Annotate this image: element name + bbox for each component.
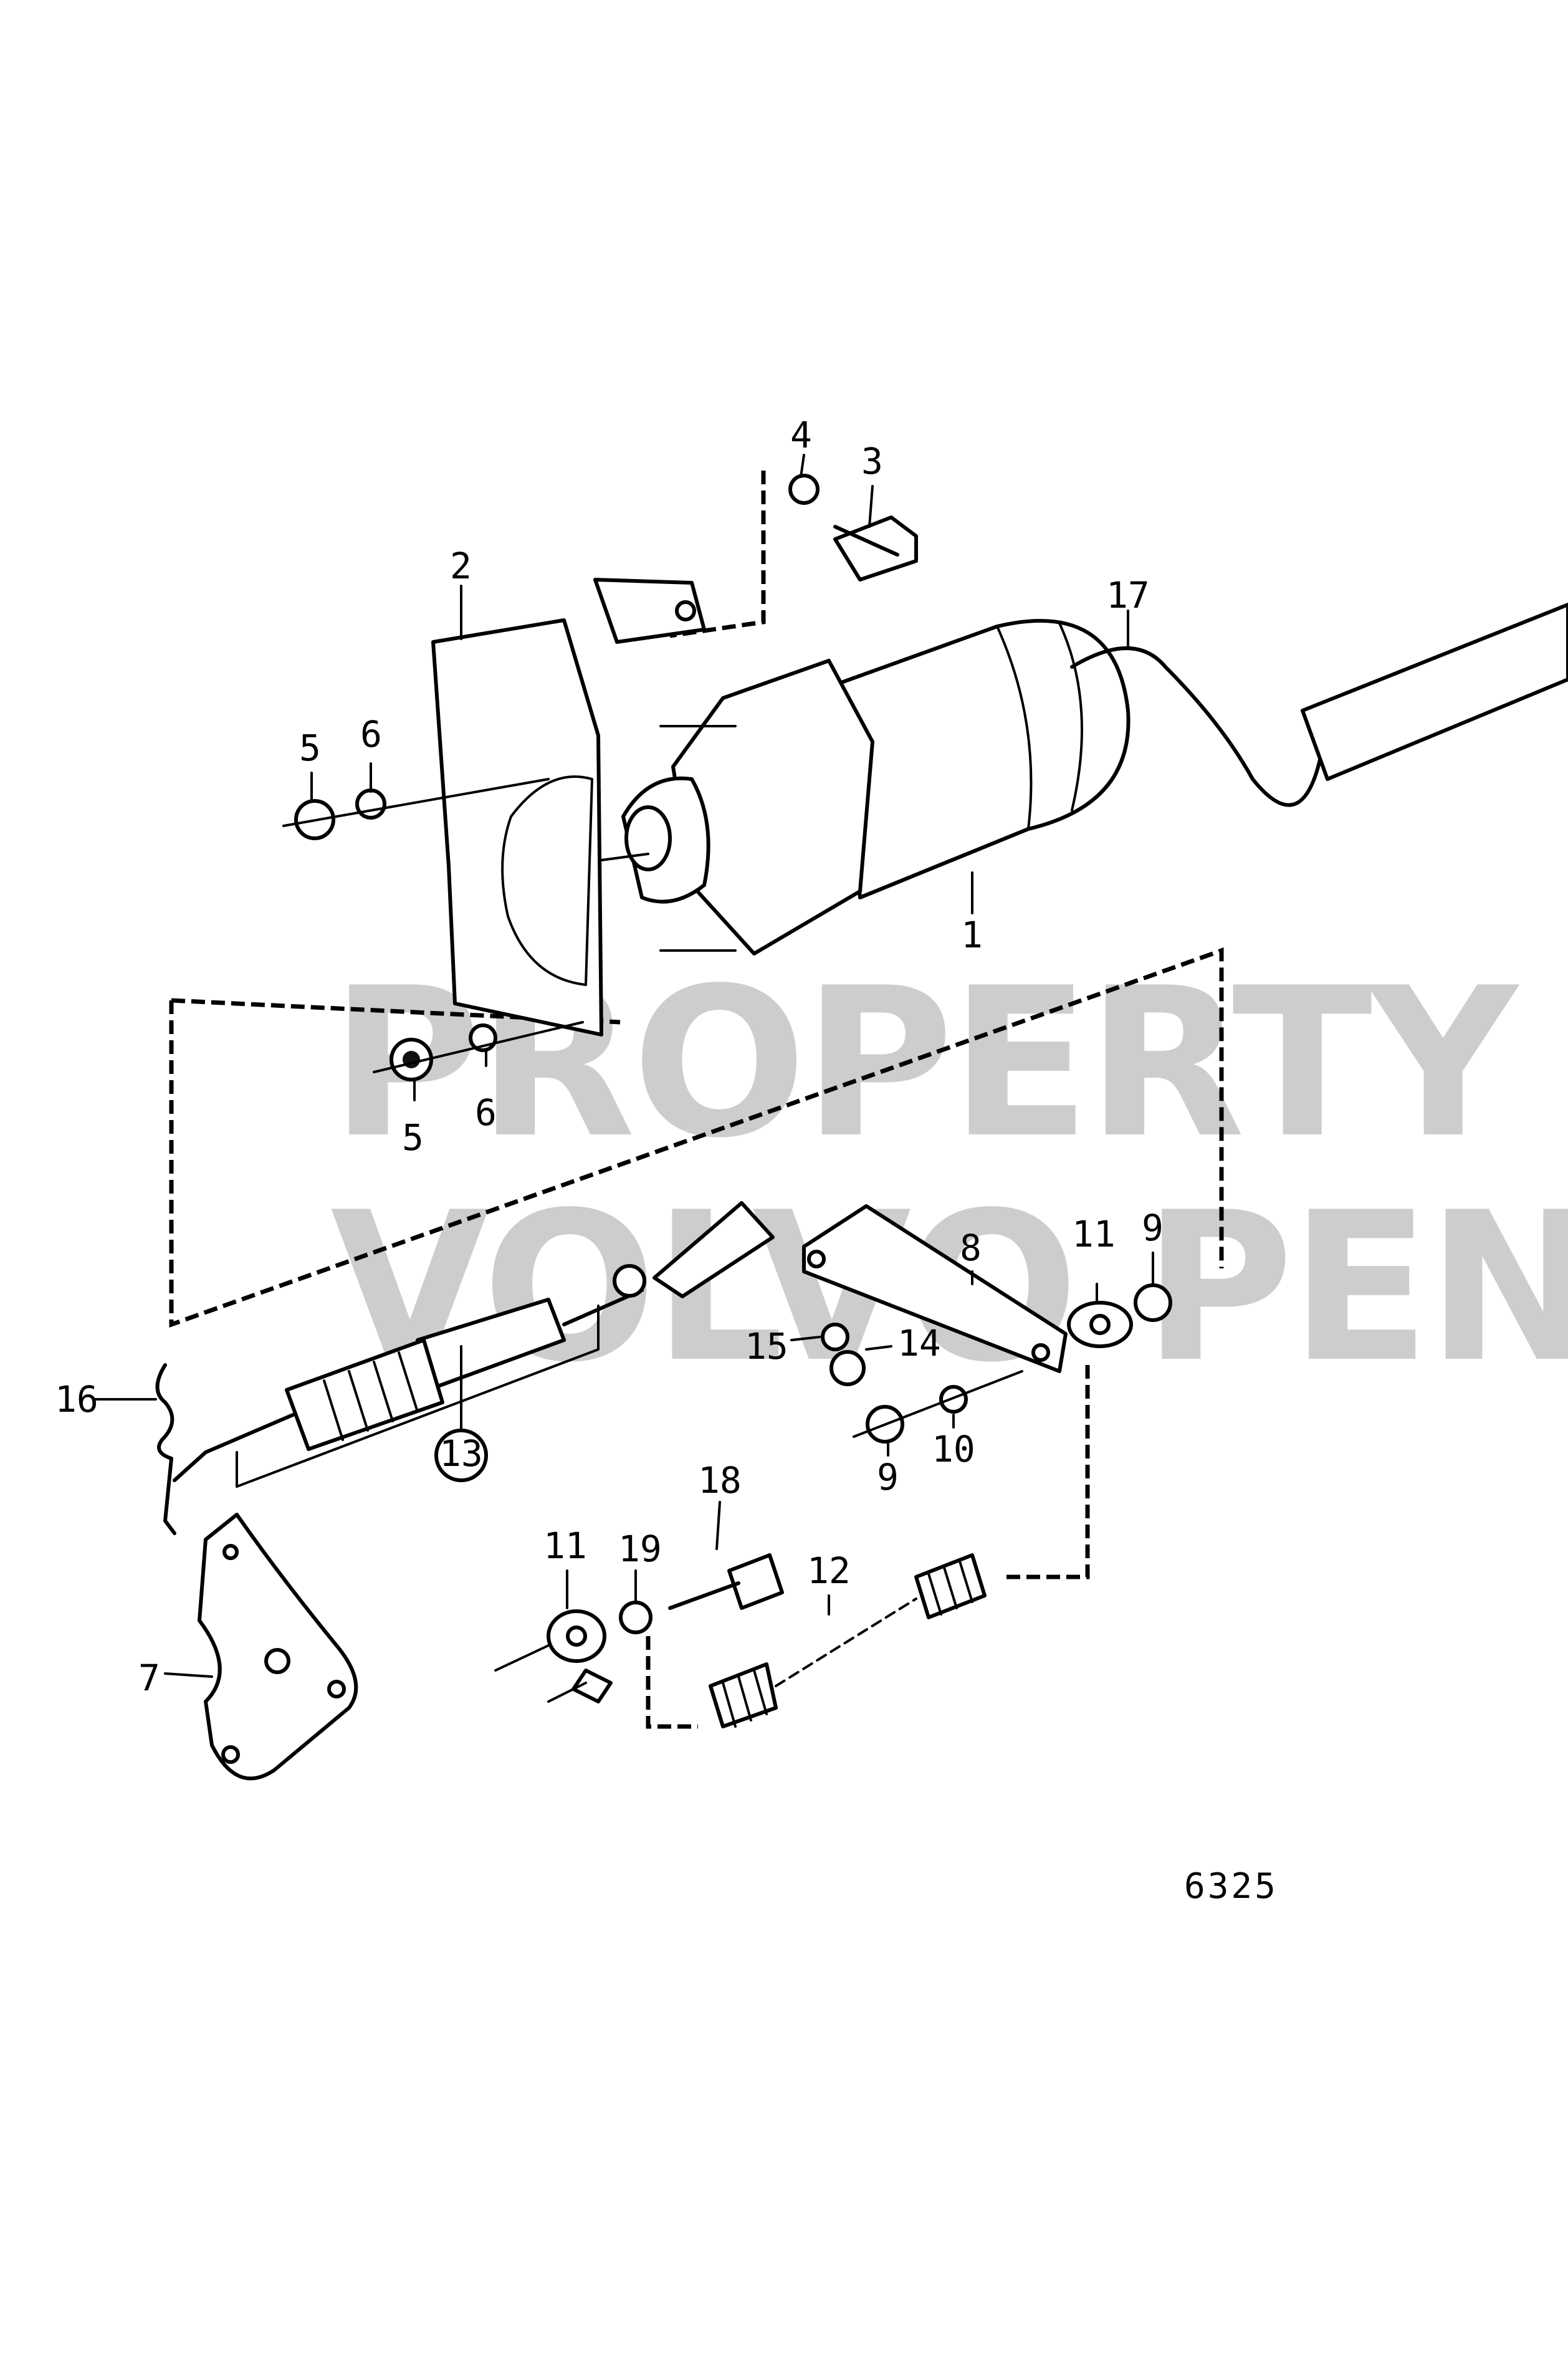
drawing-number: 6325	[1184, 1866, 1278, 1907]
label-5-upper: 5	[299, 727, 321, 769]
mounting-bracket	[431, 578, 706, 1037]
label-5-lower: 5	[402, 1116, 424, 1159]
link-plate-8	[802, 1204, 1068, 1373]
label-14: 14	[897, 1322, 941, 1364]
label-18: 18	[698, 1459, 742, 1502]
label-12: 12	[807, 1549, 851, 1592]
label-9-lower: 9	[877, 1456, 899, 1498]
nut-9-lower	[853, 1370, 1023, 1444]
label-2: 2	[450, 545, 472, 587]
bracket-plate-7	[198, 1513, 358, 1781]
label-11-lower: 11	[543, 1525, 587, 1567]
label-4: 4	[790, 414, 812, 456]
label-11-upper: 11	[1072, 1213, 1116, 1255]
label-15: 15	[745, 1325, 788, 1367]
lever-11-upper	[1067, 1283, 1172, 1348]
nut-5-upper	[282, 778, 550, 840]
label-1: 1	[961, 914, 983, 956]
clip-16	[155, 1363, 208, 1535]
label-8: 8	[960, 1227, 982, 1269]
washer-19	[619, 1601, 653, 1634]
label-3: 3	[861, 440, 883, 482]
control-cable-13	[204, 1201, 775, 1488]
bolt-3	[788, 474, 918, 582]
label-16: 16	[55, 1378, 98, 1420]
label-17: 17	[1106, 574, 1150, 616]
label-9-upper: 9	[1142, 1207, 1164, 1249]
label-10: 10	[932, 1428, 975, 1470]
spring-12	[709, 1553, 987, 1728]
label-19: 19	[618, 1528, 662, 1570]
nut-14-washer-15	[821, 1323, 866, 1386]
bolt-18	[668, 1553, 784, 1610]
part-labels: 1 2 3 4 5 6 5 6 7 8 9 9 10 11 11 12 13 1…	[55, 414, 1164, 1699]
lever-11-lower	[494, 1609, 613, 1703]
label-6-lower: 6	[475, 1091, 497, 1134]
leader-lines	[92, 454, 1154, 1678]
label-13: 13	[439, 1432, 483, 1475]
label-7: 7	[138, 1657, 160, 1699]
label-6-upper: 6	[360, 713, 382, 755]
assembly-outline	[169, 471, 1224, 1729]
nut-5-lower	[373, 1021, 584, 1081]
solenoid	[553, 603, 1568, 956]
